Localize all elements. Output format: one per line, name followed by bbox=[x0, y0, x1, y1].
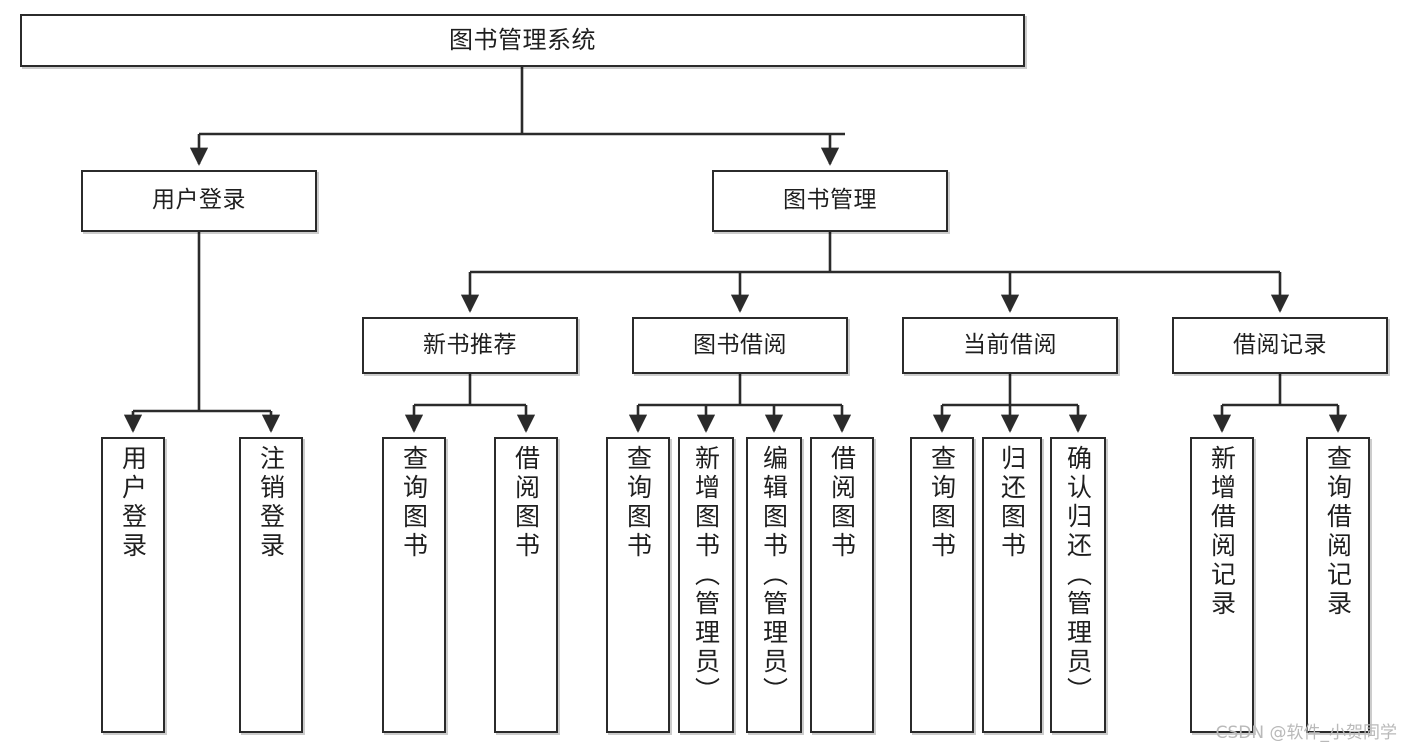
leaf-borrow-add-book-admin[interactable]: 新增图书（管理员） bbox=[678, 437, 734, 733]
node-label: 查询借阅记录 bbox=[1323, 445, 1353, 619]
leaf-borrow-query-book[interactable]: 查询图书 bbox=[606, 437, 670, 733]
leaf-record-add-record[interactable]: 新增借阅记录 bbox=[1190, 437, 1254, 733]
node-label: 查询图书 bbox=[399, 445, 429, 561]
leaf-borrow-edit-book-admin[interactable]: 编辑图书（管理员） bbox=[746, 437, 802, 733]
leaf-current-confirm-return-admin[interactable]: 确认归还（管理员） bbox=[1050, 437, 1106, 733]
leaf-logout[interactable]: 注销登录 bbox=[239, 437, 303, 733]
node-label: 用户登录 bbox=[118, 445, 148, 561]
node-label: 图书管理 bbox=[783, 187, 877, 214]
leaf-current-query-book[interactable]: 查询图书 bbox=[910, 437, 974, 733]
node-user-login[interactable]: 用户登录 bbox=[81, 170, 317, 232]
node-label: 当前借阅 bbox=[963, 331, 1057, 358]
node-label: 查询图书 bbox=[927, 445, 957, 561]
node-label: 归还图书 bbox=[997, 445, 1027, 561]
node-label: 编辑图书（管理员） bbox=[759, 445, 789, 706]
node-label: 确认归还（管理员） bbox=[1063, 445, 1093, 706]
leaf-new-book-query-book[interactable]: 查询图书 bbox=[382, 437, 446, 733]
leaf-current-return-book[interactable]: 归还图书 bbox=[982, 437, 1042, 733]
leaf-borrow-borrow-book[interactable]: 借阅图书 bbox=[810, 437, 874, 733]
csdn-watermark: CSDN @软件_小贺同学 bbox=[1215, 723, 1397, 743]
node-current-borrow[interactable]: 当前借阅 bbox=[902, 317, 1118, 374]
leaf-record-query-record[interactable]: 查询借阅记录 bbox=[1306, 437, 1370, 733]
node-label: 借阅记录 bbox=[1233, 331, 1327, 358]
node-label: 借阅图书 bbox=[827, 445, 857, 561]
node-label: 图书管理系统 bbox=[449, 26, 596, 55]
leaf-new-book-borrow-book[interactable]: 借阅图书 bbox=[494, 437, 558, 733]
node-label: 查询图书 bbox=[623, 445, 653, 561]
node-root-book-management-system[interactable]: 图书管理系统 bbox=[20, 14, 1025, 67]
leaf-user-login[interactable]: 用户登录 bbox=[101, 437, 165, 733]
node-label: 用户登录 bbox=[152, 187, 246, 214]
node-label: 借阅图书 bbox=[511, 445, 541, 561]
node-label: 图书借阅 bbox=[693, 331, 787, 358]
node-label: 新增借阅记录 bbox=[1207, 445, 1237, 619]
node-book-borrow[interactable]: 图书借阅 bbox=[632, 317, 848, 374]
node-label: 新书推荐 bbox=[423, 331, 517, 358]
node-label: 新增图书（管理员） bbox=[691, 445, 721, 706]
node-book-management[interactable]: 图书管理 bbox=[712, 170, 948, 232]
node-label: 注销登录 bbox=[256, 445, 286, 561]
node-borrow-record[interactable]: 借阅记录 bbox=[1172, 317, 1388, 374]
node-new-book-recommend[interactable]: 新书推荐 bbox=[362, 317, 578, 374]
